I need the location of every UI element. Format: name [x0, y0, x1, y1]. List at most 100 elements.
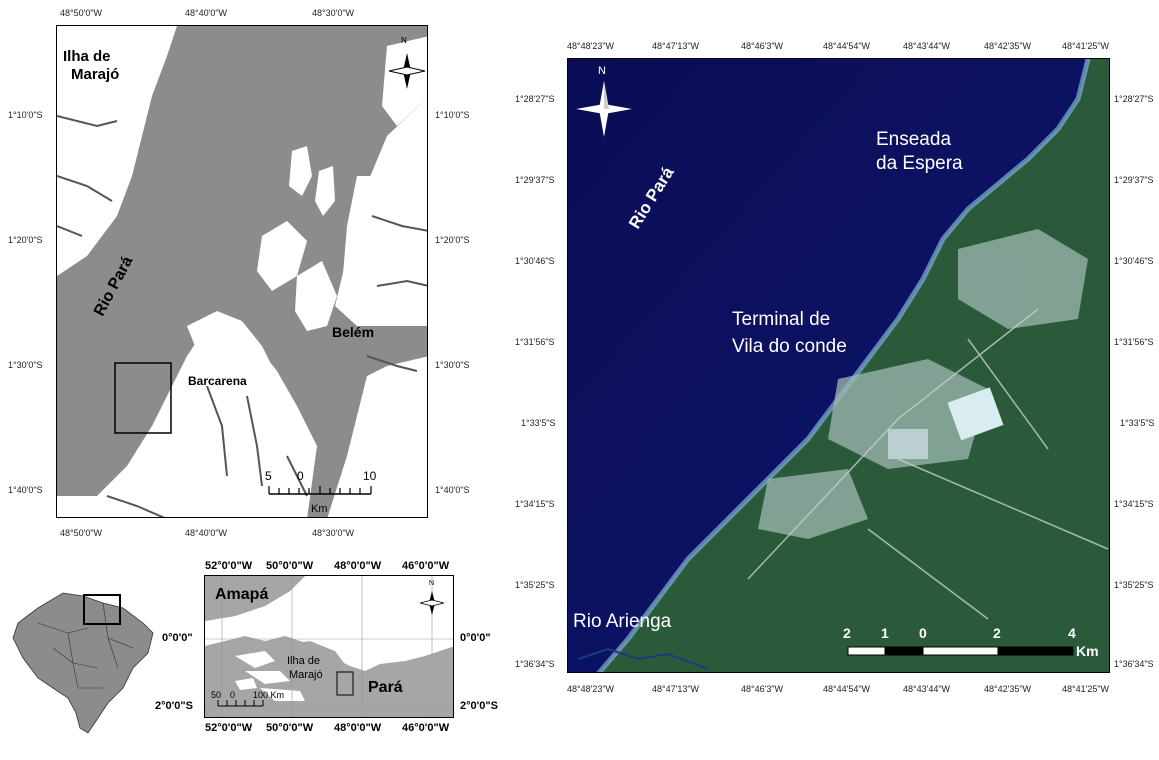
tick-top: 48°42'35"W — [984, 41, 1032, 51]
scale-bar — [847, 646, 1074, 656]
north-arrow-icon — [576, 81, 632, 137]
island — [257, 221, 307, 291]
scale-bar — [217, 700, 264, 707]
label-ilha-marajo-1: Ilha de — [287, 655, 321, 667]
brazil-inset-map — [8, 578, 158, 738]
land-vegetation — [599, 59, 1109, 672]
industrial-area — [947, 387, 1004, 441]
tick-right: 1°33'5"S — [1120, 418, 1155, 428]
tick-right: 0°0'0" — [460, 632, 491, 644]
regional-map: Amapá Pará Ilha de Marajó N 50 0 100 Km — [204, 575, 454, 718]
scale-tick: 4 — [1068, 625, 1076, 641]
tick-right: 1°36'34"S — [1114, 659, 1154, 669]
amapa-land — [205, 576, 305, 621]
scale-tick: 2 — [993, 625, 1001, 641]
roads — [747, 308, 1109, 620]
tick-right: 1°35'25"S — [1114, 580, 1154, 590]
satellite-map: N Enseada da Espera Rio Pará Terminal de… — [567, 58, 1110, 673]
tick-left: 1°34'15"S — [515, 499, 555, 509]
tick-top: 48°46'3"W — [741, 41, 784, 51]
label-north: N — [598, 65, 606, 77]
tick-right: 1°31'56"S — [1114, 337, 1154, 347]
tick-right: 1°34'15"S — [1114, 499, 1154, 509]
tick-bottom: 48°43'44"W — [903, 684, 951, 694]
tributaries — [57, 115, 427, 517]
scale-tick: 100 Km — [253, 690, 285, 700]
tick-bottom: 48°0'0"W — [334, 722, 382, 734]
island — [295, 261, 337, 331]
tick-top: 48°41'25"W — [1062, 41, 1110, 51]
tick-right: 1°28'27"S — [1114, 94, 1154, 104]
island — [289, 146, 312, 196]
inset-highlight-box — [83, 594, 121, 625]
study-area-box — [336, 671, 354, 696]
label-enseada-2: da Espera — [876, 153, 963, 174]
rio-arienga — [577, 647, 709, 670]
scale-unit: Km — [311, 503, 328, 515]
rio-para-water — [57, 26, 427, 517]
estuary-map-svg — [57, 26, 427, 517]
scale-tick: 2 — [843, 625, 851, 641]
estuary-map: Ilha de Marajó Rio Pará Belém Barcarena … — [56, 25, 428, 518]
label-ilha-marajo-2: Marajó — [71, 66, 120, 83]
brazil-outline — [12, 592, 154, 734]
label-ilha-marajo-1: Ilha de — [63, 48, 111, 65]
tick-top: 50°0'0"W — [266, 560, 314, 572]
scale-tick: 1 — [881, 625, 889, 641]
tick-right: 1°10'0"S — [435, 110, 470, 120]
label-barcarena: Barcarena — [188, 374, 247, 388]
industrial-area — [888, 429, 928, 459]
tick-top: 46°0'0"W — [402, 560, 450, 572]
tick-left: 1°30'0"S — [8, 360, 43, 370]
land-right — [382, 36, 427, 126]
study-area-box — [114, 362, 172, 434]
marajo-island — [280, 641, 350, 694]
tick-bottom: 48°41'25"W — [1062, 684, 1110, 694]
tick-left: 1°28'27"S — [515, 94, 555, 104]
tick-top: 48°30'0"W — [312, 8, 355, 18]
scale-bar — [268, 486, 372, 495]
tick-left: 1°30'46"S — [515, 256, 555, 266]
label-north: N — [401, 36, 407, 45]
label-terminal-2: Vila do conde — [732, 336, 847, 357]
tick-left: 1°29'37"S — [515, 175, 555, 185]
tick-top: 48°50'0"W — [60, 8, 103, 18]
tick-bottom: 48°50'0"W — [60, 528, 103, 538]
tick-left: 1°10'0"S — [8, 110, 43, 120]
tick-bottom: 48°46'3"W — [741, 684, 784, 694]
urban-areas — [758, 229, 1088, 539]
tick-top: 52°0'0"W — [205, 560, 253, 572]
label-rio-arienga: Rio Arienga — [573, 611, 672, 632]
tick-top: 48°40'0"W — [185, 8, 228, 18]
tick-top: 48°47'13"W — [652, 41, 700, 51]
tick-left: 1°40'0"S — [8, 485, 43, 495]
tick-bottom: 48°47'13"W — [652, 684, 700, 694]
coastline — [596, 59, 1091, 672]
tick-bottom: 48°42'35"W — [984, 684, 1032, 694]
label-belem: Belém — [332, 324, 375, 340]
scale-tick: 0 — [230, 690, 236, 700]
ocean — [205, 576, 453, 671]
scale-tick: 0 — [919, 625, 927, 641]
tick-left: 1°31'56"S — [515, 337, 555, 347]
tick-bottom: 48°44'54"W — [823, 684, 871, 694]
tick-bottom: 48°40'0"W — [185, 528, 228, 538]
scale-tick-0: 0 — [297, 469, 304, 483]
tick-right: 1°29'37"S — [1114, 175, 1154, 185]
tick-bottom: 52°0'0"W — [205, 722, 253, 734]
label-north: N — [429, 580, 435, 587]
island — [315, 166, 335, 216]
tick-bottom: 48°48'23"W — [567, 684, 615, 694]
state-borders — [37, 602, 134, 689]
island — [187, 311, 277, 406]
tick-right: 1°30'0"S — [435, 360, 470, 370]
tick-right: 1°40'0"S — [435, 485, 470, 495]
tick-right: 1°20'0"S — [435, 235, 470, 245]
tick-top: 48°44'54"W — [823, 41, 871, 51]
tick-right: 1°30'46"S — [1114, 256, 1154, 266]
label-amapa: Amapá — [215, 586, 269, 603]
tick-bottom: 46°0'0"W — [402, 722, 450, 734]
tick-top: 48°43'44"W — [903, 41, 951, 51]
land-right — [342, 176, 427, 326]
label-para: Pará — [368, 679, 403, 696]
